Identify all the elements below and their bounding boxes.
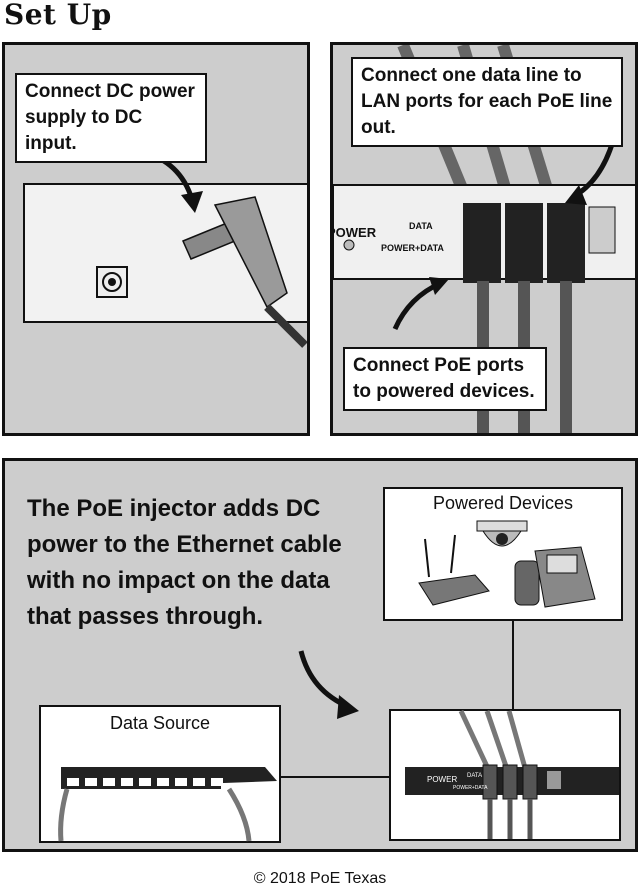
device-label-data: DATA [409, 221, 433, 231]
callout-dc-power: Connect DC power supply to DC input. [15, 73, 207, 163]
injector-label-power: POWER [427, 775, 458, 784]
data-source-label: Data Source [109, 713, 211, 733]
ip-phone-icon [514, 546, 596, 608]
injector-label-data: DATA [467, 773, 483, 779]
data-source-box: Data Source [39, 705, 281, 843]
powered-devices-box: Powered Devices [383, 487, 623, 621]
page-title: Set Up [4, 0, 112, 31]
callout-lan-ports: Connect one data line to LAN ports for e… [351, 57, 623, 147]
devices-illustration [418, 520, 596, 608]
injector-label-power-data: POWER+DATA [453, 785, 488, 791]
device-label-power: POWER [330, 225, 377, 240]
panel-poe-ports: POWER DATA POWER+DATA Connect one data l… [330, 42, 638, 436]
injector-box: POWER DATA POWER+DATA [389, 709, 621, 841]
copyright-footer: © 2018 PoE Texas [253, 870, 387, 887]
security-camera-icon [476, 520, 528, 547]
callout-poe-ports: Connect PoE ports to powered devices. [343, 347, 547, 411]
poe-injector-illustration [333, 45, 635, 433]
dc-plug-icon [182, 196, 307, 348]
injector-illustration [405, 709, 619, 839]
panel-overview: The PoE injector adds DC power to the Et… [2, 458, 638, 852]
powered-devices-label: Powered Devices [432, 493, 574, 513]
panel-dc-power: Connect DC power supply to DC input. [2, 42, 310, 436]
router-icon [418, 534, 490, 606]
device-label-power-data: POWER+DATA [381, 243, 444, 253]
switch-illustration [58, 767, 277, 842]
connection-lines [281, 619, 514, 778]
description-text: The PoE injector adds DC power to the Et… [27, 495, 342, 630]
